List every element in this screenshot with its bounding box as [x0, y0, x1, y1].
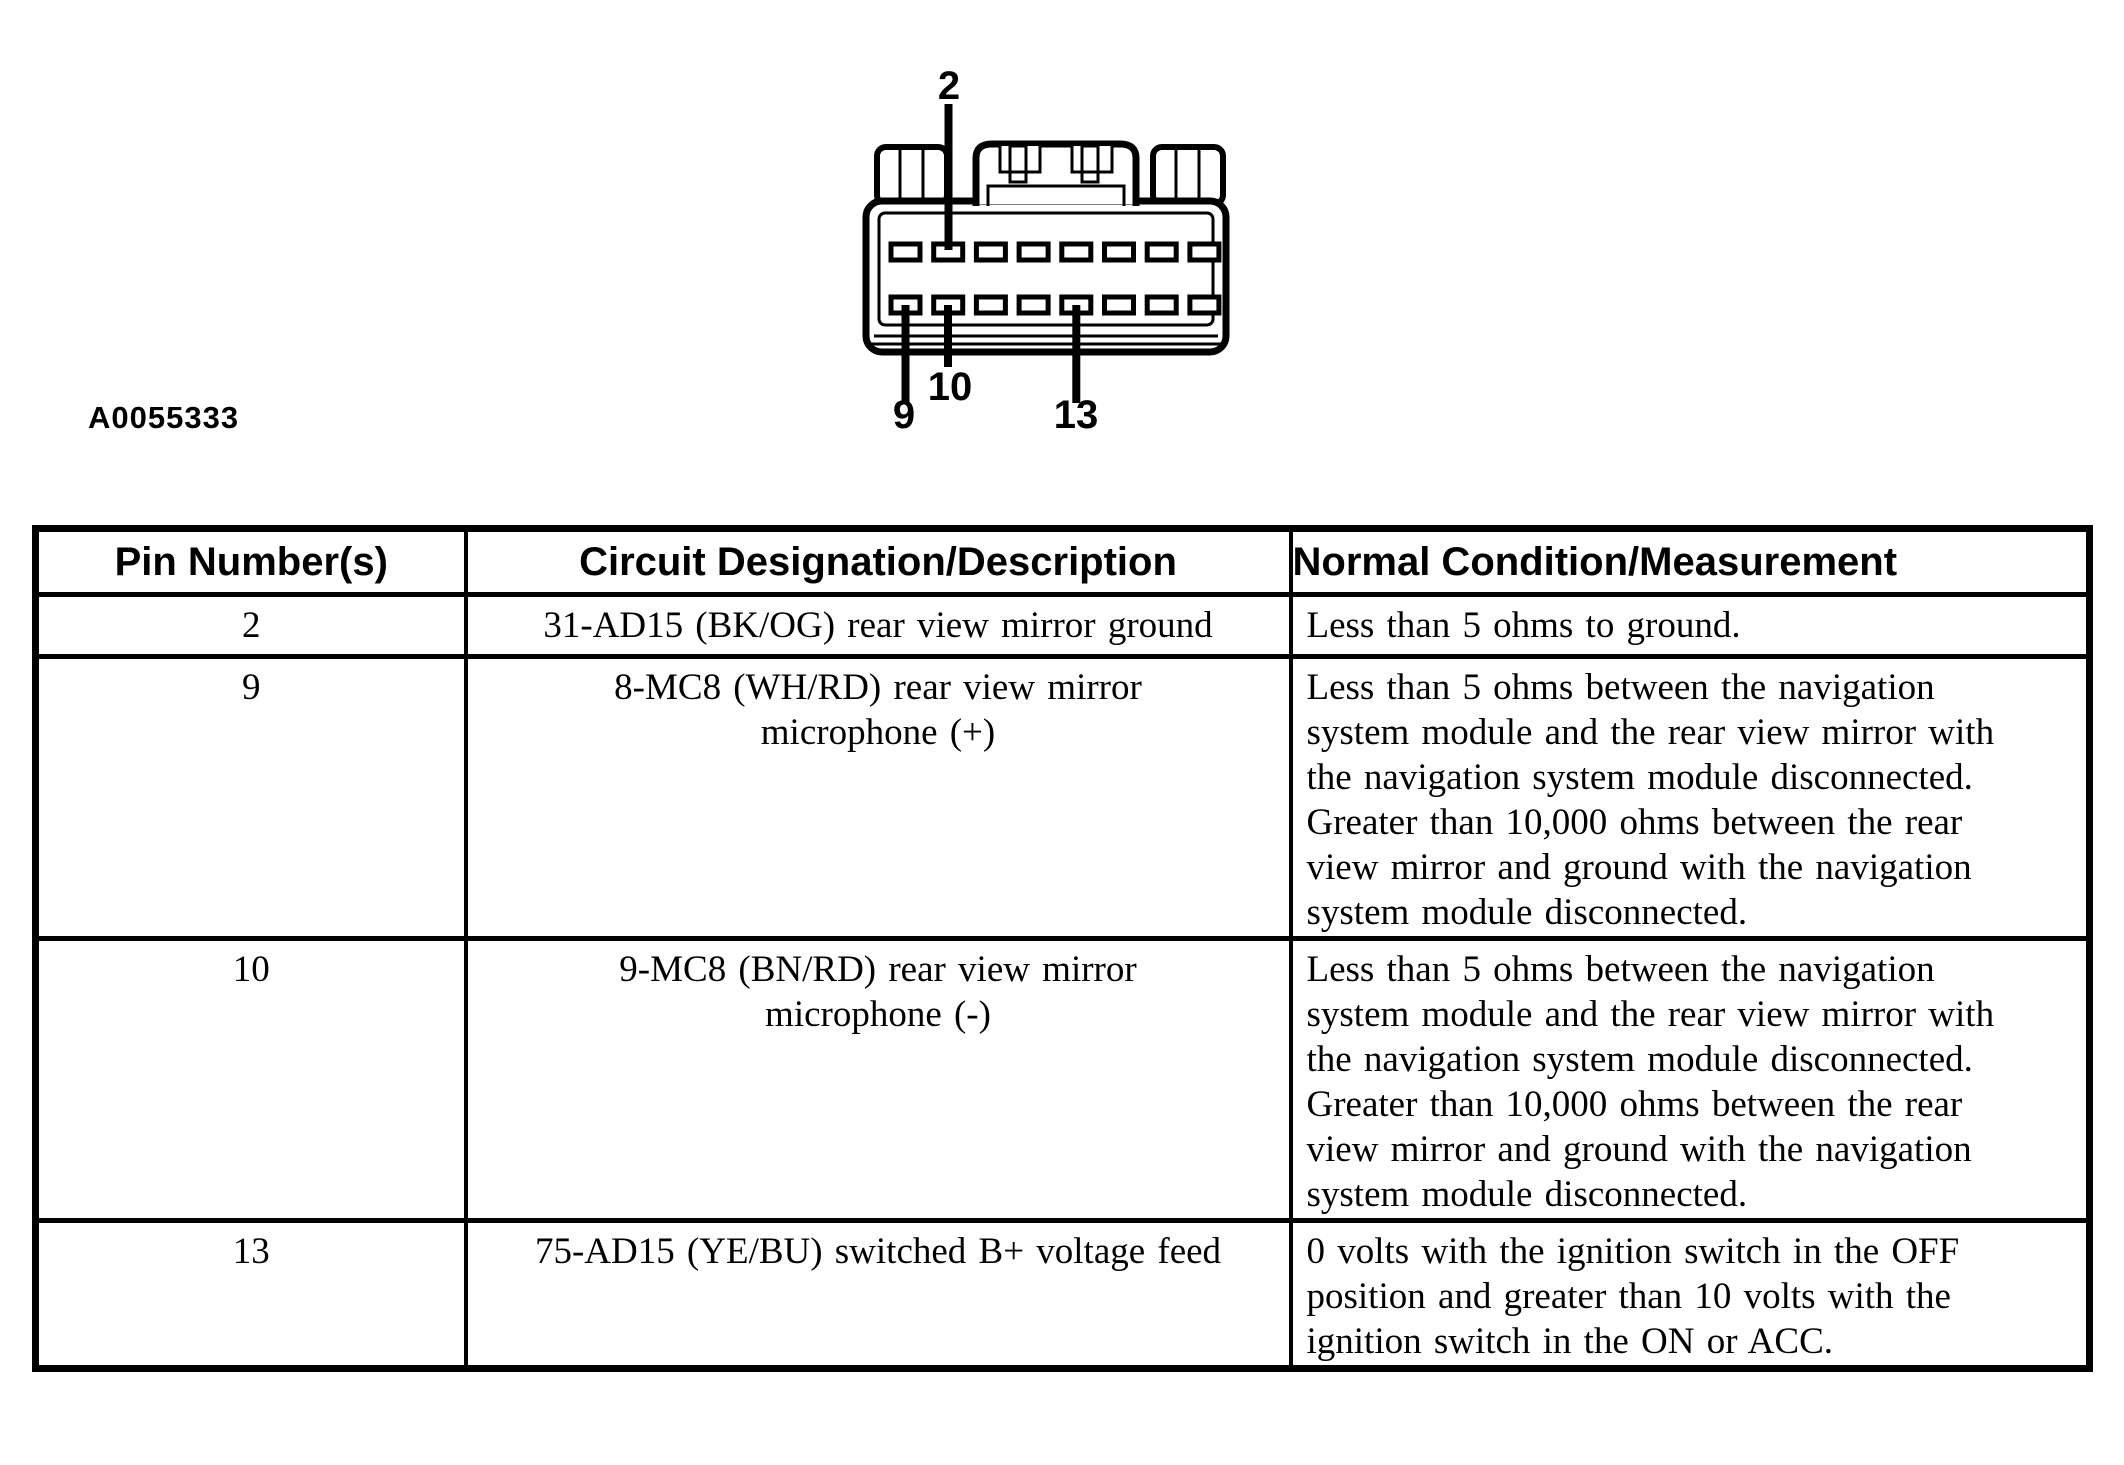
cell-circuit: 31-AD15 (BK/OG) rear view mirror ground [463, 592, 1293, 659]
callout-label-pin2: 2 [938, 64, 960, 108]
callout-label-pin10: 10 [928, 365, 973, 409]
connector-left-tab [874, 144, 950, 207]
table-header-row: Pin Number(s) Circuit Designation/Descri… [33, 526, 2092, 597]
header-normal-condition: Normal Condition/Measurement [1288, 526, 2092, 597]
cell-pin-number: 2 [33, 592, 468, 659]
cell-pin-number: 9 [33, 654, 468, 941]
pinout-table: Pin Number(s) Circuit Designation/Descri… [32, 525, 2093, 1372]
cell-pin-number: 10 [33, 936, 468, 1223]
header-circuit-designation: Circuit Designation/Description [463, 526, 1293, 597]
callout-label-pin9: 9 [893, 393, 915, 437]
connector-body [862, 197, 1230, 356]
cell-condition: 0 volts with the ignition switch in the … [1288, 1218, 2092, 1371]
table-row-pin13: 13 75-AD15 (YE/BU) switched B+ voltage f… [33, 1218, 2092, 1371]
cell-circuit: 75-AD15 (YE/BU) switched B+ voltage feed [463, 1218, 1293, 1371]
callout-lines [901, 104, 1081, 403]
header-pin-numbers: Pin Number(s) [33, 526, 468, 597]
callout-label-pin13: 13 [1054, 393, 1099, 437]
connector-pins-top-row [888, 241, 1222, 263]
table-row-pin2: 2 31-AD15 (BK/OG) rear view mirror groun… [33, 592, 2092, 659]
figure-label: A0055333 [88, 400, 240, 435]
connector-diagram: 2 9 10 13 [862, 64, 1230, 437]
connector-right-tab [1150, 144, 1226, 207]
cell-condition: Less than 5 ohms to ground. [1288, 592, 2092, 659]
cell-pin-number: 13 [33, 1218, 468, 1371]
connector-latch [972, 140, 1140, 206]
